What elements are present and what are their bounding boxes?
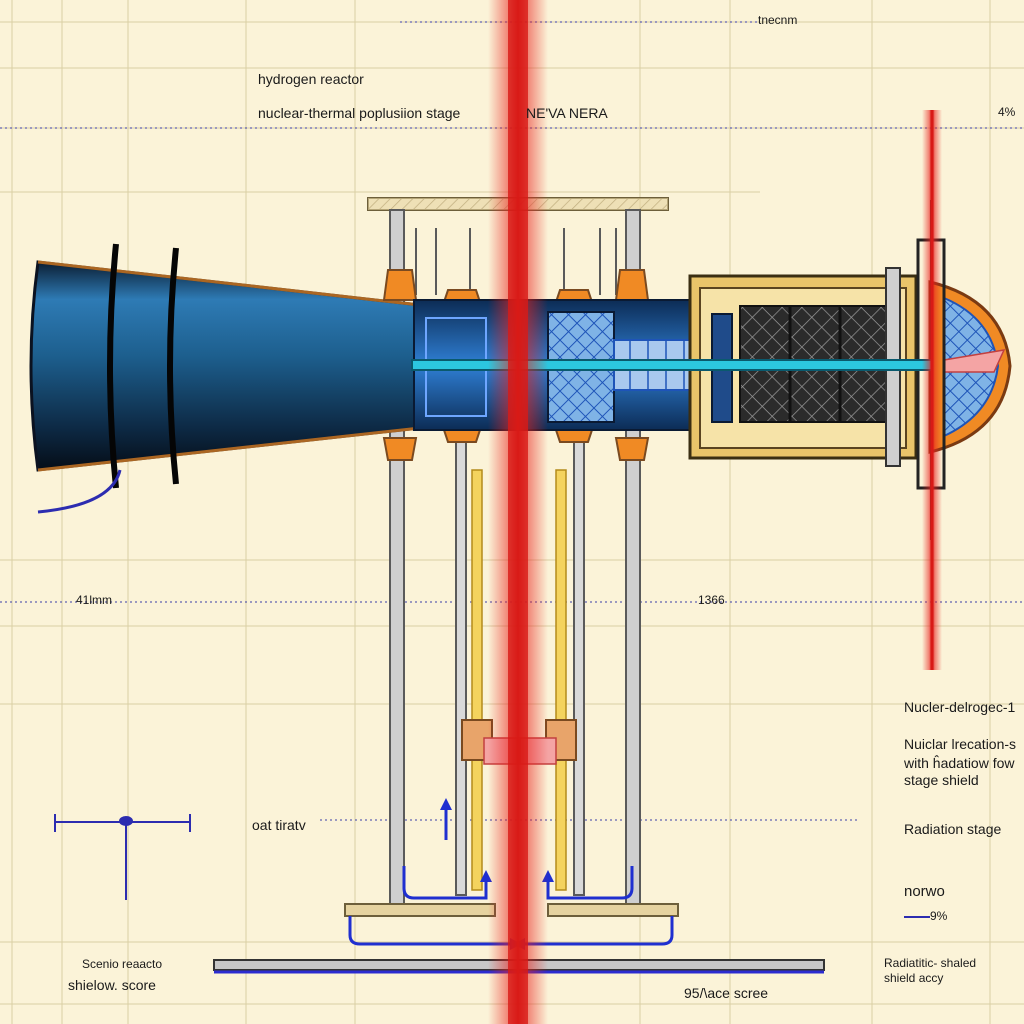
note-2b: with ĥadatiow fow (904, 755, 1015, 771)
dimension-top-right: 4% (998, 105, 1016, 119)
note-3: Radiation stage (904, 821, 1002, 837)
dimension-top: tnecnm (758, 13, 798, 27)
note-5: 9% (930, 909, 948, 923)
footer-left-a: Scenio reaacto (82, 957, 163, 971)
title-line-2: nuclear-thermal poplusiion stage (258, 105, 461, 121)
note-2c: stage shield (904, 772, 979, 788)
title-tag: NE'VA NERA (526, 105, 608, 121)
radiation-beam-right (922, 110, 942, 670)
note-4: norwo (904, 883, 945, 900)
dimension-marker (54, 814, 191, 900)
note-2a: Nuiclar lrecation-s (904, 736, 1017, 752)
flow-arrows (348, 806, 674, 946)
dimension-center-mid: 1366 (698, 593, 725, 607)
flanges (382, 269, 650, 461)
nozzle (29, 243, 422, 514)
dimension-left-mid: 41lmm (76, 593, 113, 607)
footer-right-a: Radiatitic- shaled (884, 956, 977, 970)
flow-label: oat tiratv (252, 817, 306, 833)
footer-left-b: shielow. score (68, 977, 156, 993)
radiation-beam (488, 0, 548, 1024)
footer-center: 95/\ace scree (684, 985, 769, 1001)
title-line-1: hydrogen reactor (258, 71, 364, 87)
note-1: Nucler-delrogec-1 (904, 699, 1016, 715)
footer-right-b: shield accy (884, 971, 944, 985)
